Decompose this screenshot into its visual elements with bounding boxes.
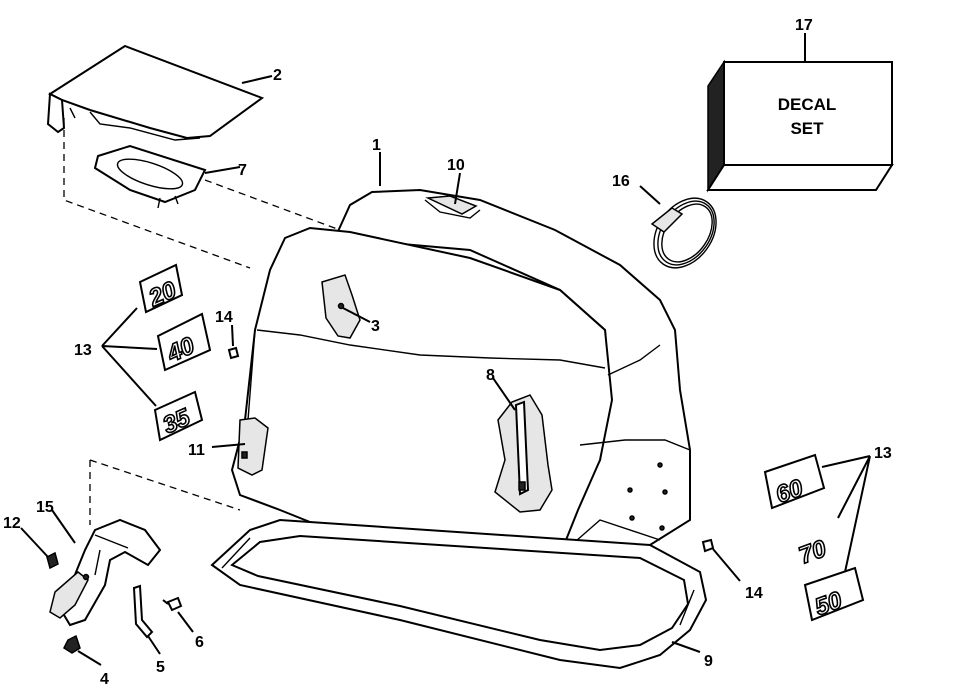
decal-right-mid-number: 70 [795, 535, 830, 570]
callout-5: 5 [156, 659, 165, 676]
part-8-lever [494, 394, 553, 513]
part-15-bracket [49, 518, 162, 627]
callout-11: 11 [188, 442, 205, 459]
callout-8: 8 [486, 367, 495, 384]
callout-16: 16 [612, 173, 630, 190]
decal-box-line1: DECAL [778, 95, 837, 114]
callout-17: 17 [795, 17, 813, 34]
decal-left-top: 20 [138, 263, 184, 314]
callout-2: 2 [273, 67, 282, 84]
part-3-latch [321, 274, 361, 339]
part-17-decal-box: DECAL SET [706, 59, 894, 193]
decal-right-mid: 70 [795, 534, 832, 570]
alignment-line-lower [89, 459, 241, 525]
part-5-spring [132, 584, 154, 639]
callout-13a: 13 [74, 342, 92, 359]
alignment-line-upper [63, 118, 251, 269]
callout-14b: 14 [745, 585, 763, 602]
decal-box-line2: SET [790, 119, 824, 138]
callout-3: 3 [371, 318, 380, 335]
callout-14a: 14 [215, 309, 233, 326]
alignment-line-top [204, 179, 341, 231]
part-4-grommet [63, 634, 81, 654]
callout-13b: 13 [874, 445, 892, 462]
part-14-screw-left [227, 346, 240, 360]
callout-4: 4 [100, 671, 109, 686]
leader-lines [20, 33, 871, 666]
callout-9: 9 [704, 653, 713, 670]
decal-right-top: 60 [763, 453, 826, 510]
callout-7: 7 [238, 162, 247, 179]
part-7-plate [93, 144, 207, 209]
callout-10: 10 [447, 157, 465, 174]
callout-1: 1 [372, 137, 381, 154]
decal-left-bot: 35 [153, 390, 204, 442]
part-16-cable [650, 197, 717, 269]
part-9-seal [210, 518, 708, 670]
callout-6: 6 [195, 634, 204, 651]
part-14-screw-right [701, 538, 715, 553]
callout-12: 12 [3, 515, 21, 532]
decal-left-mid: 40 [156, 312, 212, 372]
part-11-bracket [237, 417, 269, 476]
callout-15: 15 [36, 499, 54, 516]
part-12-clip [46, 551, 59, 570]
part-2-top-cover [46, 44, 265, 141]
part-6-screw [162, 596, 183, 612]
decal-right-bot: 50 [803, 566, 865, 622]
